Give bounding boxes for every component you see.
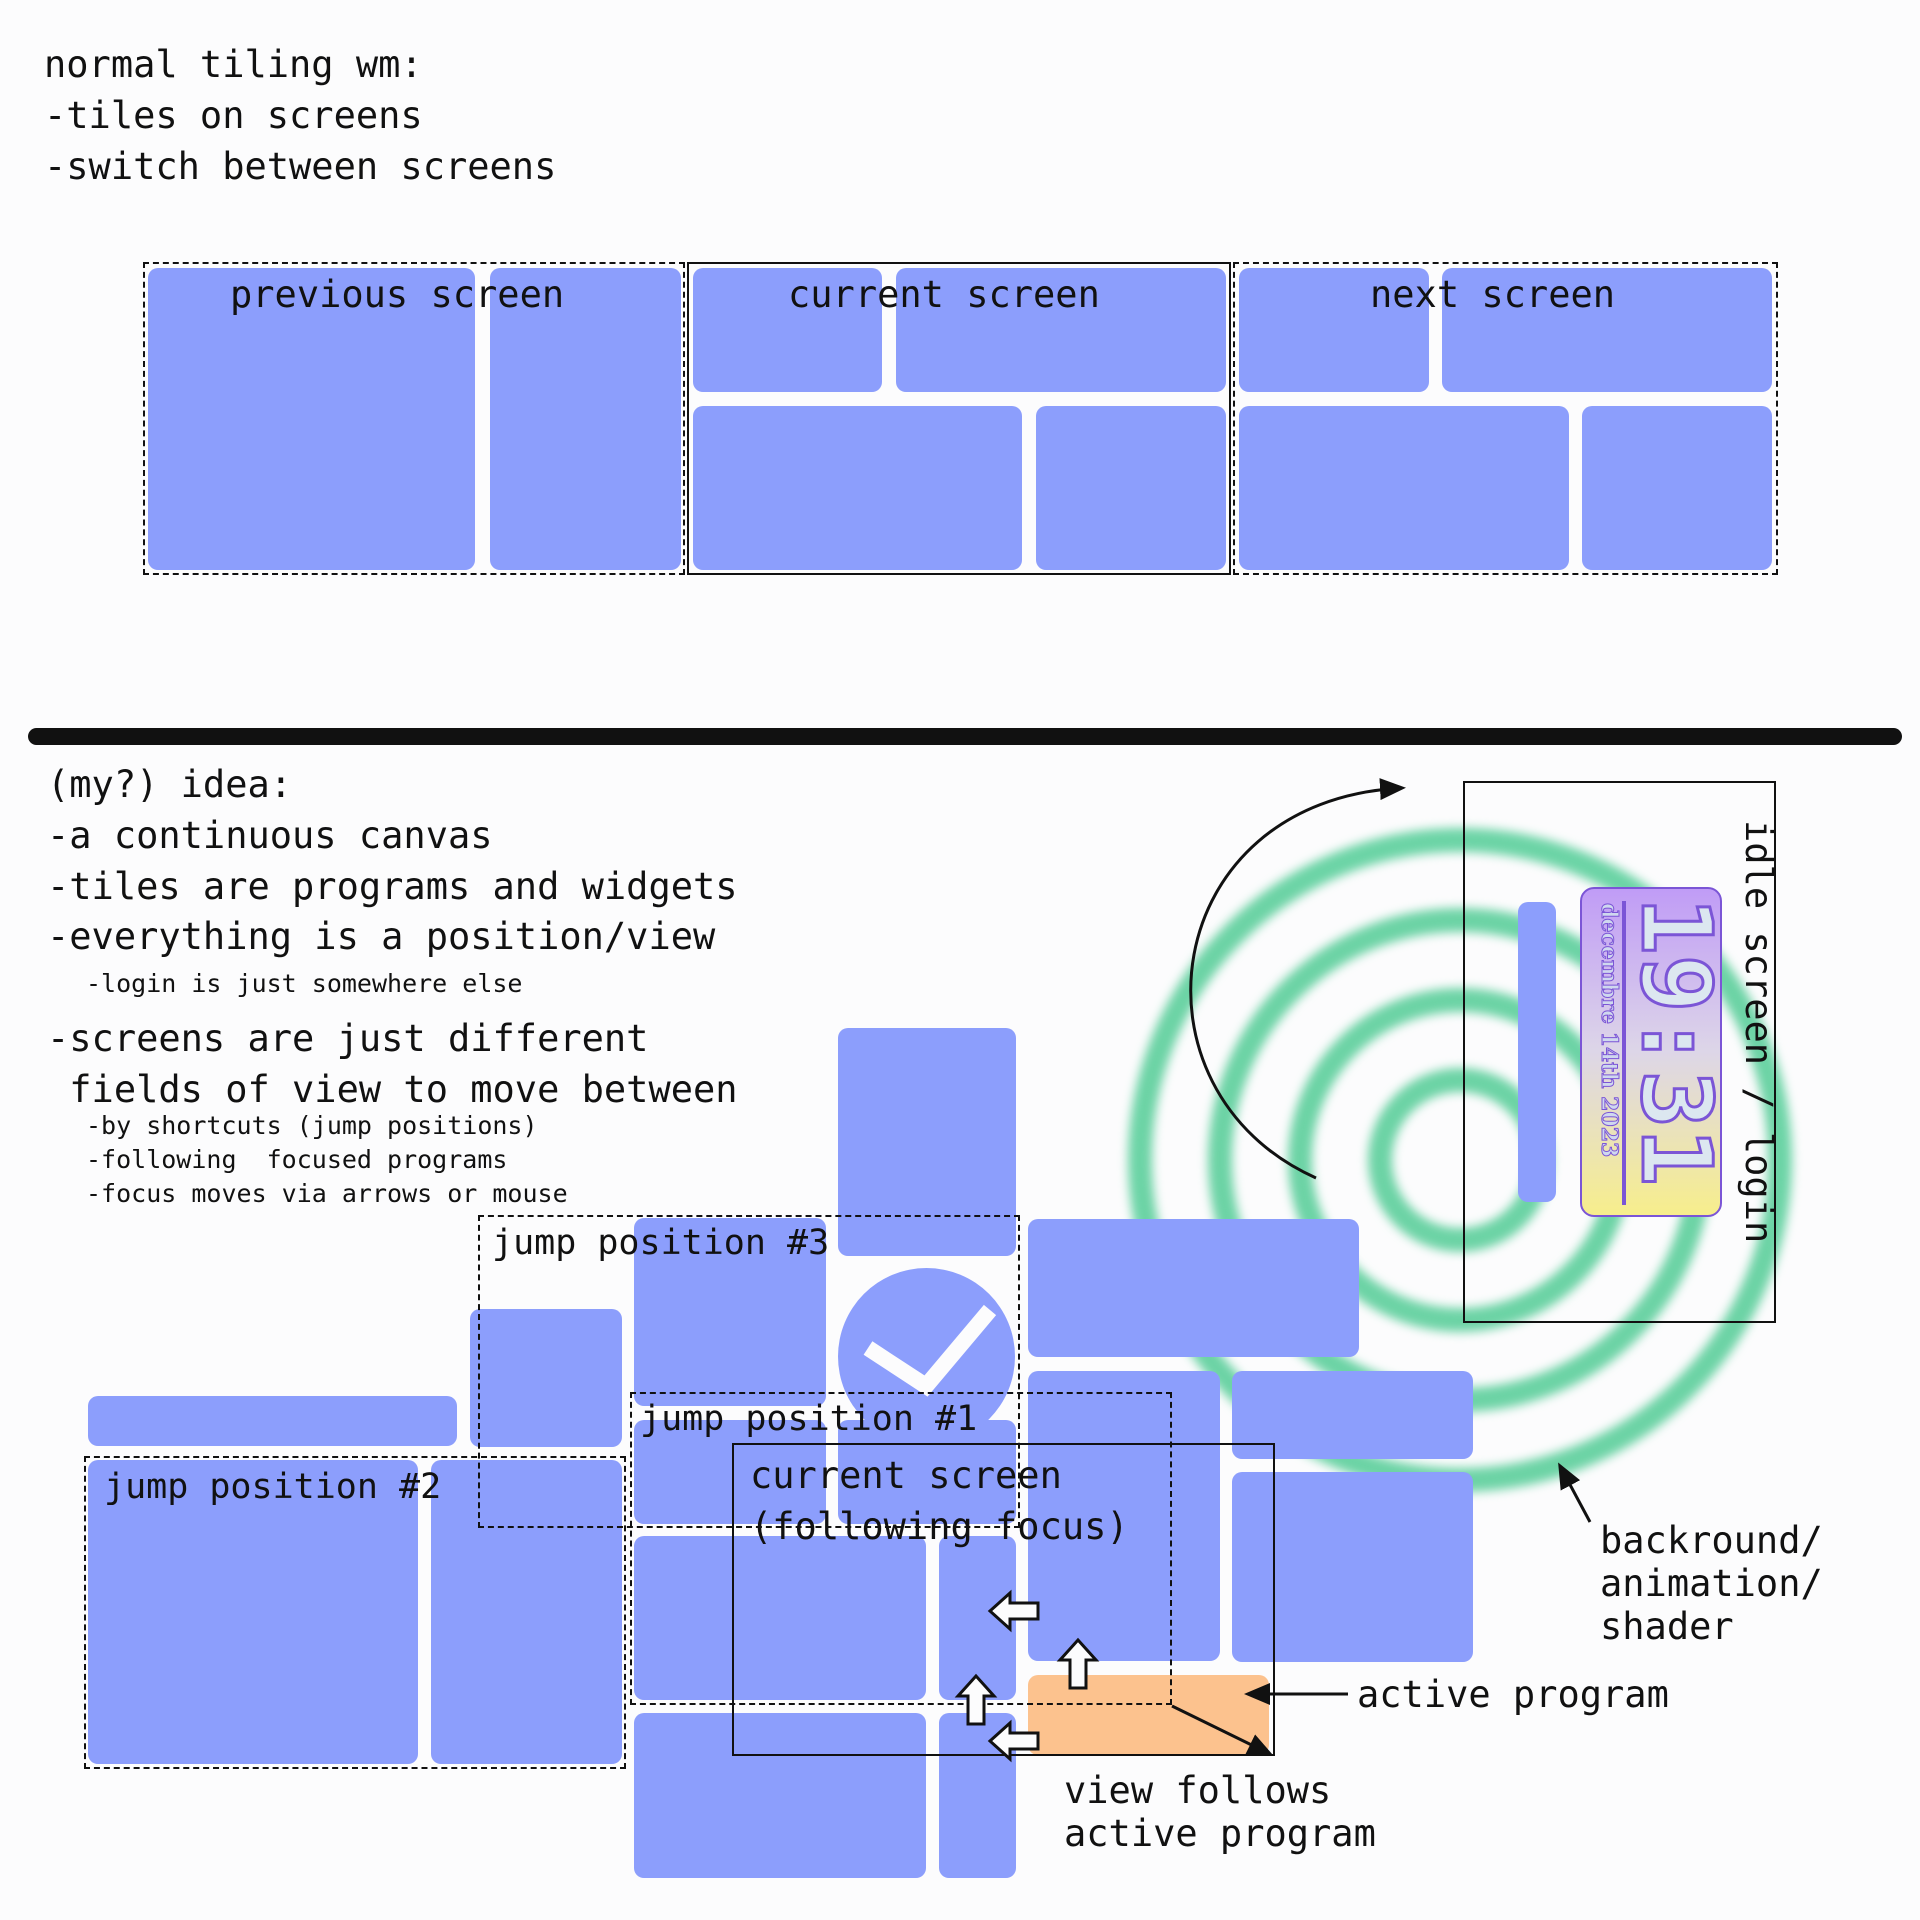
note-login: -login is just somewhere else [86,969,523,998]
clock-widget[interactable] [838,1268,1015,1445]
current-screen-subtitle: (following focus) [750,1505,1129,1548]
note-focus-moves: -focus moves via arrows or mouse [86,1179,568,1208]
pointer-view-follows [1171,1704,1274,1756]
tile[interactable] [1036,406,1226,570]
tile[interactable] [1518,902,1556,1202]
idle-clock-widget[interactable]: 19:31 decembre 14th 2023 [1580,887,1722,1217]
tile[interactable] [1028,1219,1359,1357]
note-following: -following focused programs [86,1145,508,1174]
background-note-2: animation/ [1600,1562,1823,1605]
tile[interactable] [634,1713,926,1878]
background-note-3: shader [1600,1605,1734,1648]
note-tiles-programs: -tiles are programs and widgets [47,865,738,908]
note-screens-fields-2: fields of view to move between [47,1068,738,1111]
jump-position-3-label: jump position #3 [492,1223,830,1263]
section-divider [28,728,1902,745]
jump-position-3-frame [478,1215,1020,1528]
note-shortcuts: -by shortcuts (jump positions) [86,1111,538,1140]
curved-arrow-icon [1189,778,1406,1180]
current-screen-frame [687,262,1231,575]
tile[interactable] [693,406,1022,570]
tile[interactable] [1232,1472,1473,1662]
active-program-tile[interactable] [1028,1675,1269,1755]
note-tiles-on-screens: -tiles on screens [44,94,423,137]
tile[interactable] [148,268,475,570]
tile[interactable] [1239,268,1429,392]
next-screen-label: next screen [1370,273,1616,316]
previous-screen-label: previous screen [230,273,565,316]
jump-position-2-frame [84,1456,626,1769]
tile[interactable] [1239,406,1569,570]
jump-position-2-label: jump position #2 [104,1467,442,1507]
active-program-label: active program [1357,1673,1669,1716]
tile[interactable] [634,1536,926,1700]
clock-divider [1622,901,1626,1205]
jump-position-1-frame [630,1392,1172,1705]
next-screen-frame [1233,262,1778,575]
tile[interactable] [490,268,681,570]
tile[interactable] [88,1460,418,1764]
tile[interactable] [1582,406,1772,570]
idle-screen-frame [1463,781,1776,1323]
note-continuous-canvas: -a continuous canvas [47,814,493,857]
arrow-left-icon [987,1719,1040,1763]
tile[interactable] [470,1309,622,1447]
previous-screen-frame [143,262,685,575]
pointer-background [1558,1462,1592,1523]
tile[interactable] [431,1460,622,1764]
tile[interactable] [838,1028,1016,1256]
tile[interactable] [88,1396,457,1446]
note-screens-fields: -screens are just different [47,1017,649,1060]
tile[interactable] [693,268,882,392]
note-switch-screens: -switch between screens [44,145,557,188]
heading-idea: (my?) idea: [47,763,293,806]
checkmark-icon [863,1304,997,1397]
jump-position-1-label: jump position #1 [640,1399,978,1439]
tile[interactable] [634,1420,826,1524]
view-follows-label-1: view follows [1064,1769,1332,1812]
tile[interactable] [1028,1371,1220,1661]
current-screen-title: current screen [750,1454,1062,1497]
note-position-view: -everything is a position/view [47,915,716,958]
arrow-up-icon [954,1673,998,1726]
current-screen-label: current screen [788,273,1100,316]
view-follows-label-2: active program [1064,1812,1376,1855]
tile[interactable] [1442,268,1772,392]
tile[interactable] [634,1218,826,1406]
background-note-1: backround/ [1600,1519,1823,1562]
arrow-left-icon [987,1589,1040,1633]
tile[interactable] [896,268,1226,392]
arrow-up-icon [1056,1637,1100,1690]
heading-normal-tiling: normal tiling wm: [44,43,423,86]
